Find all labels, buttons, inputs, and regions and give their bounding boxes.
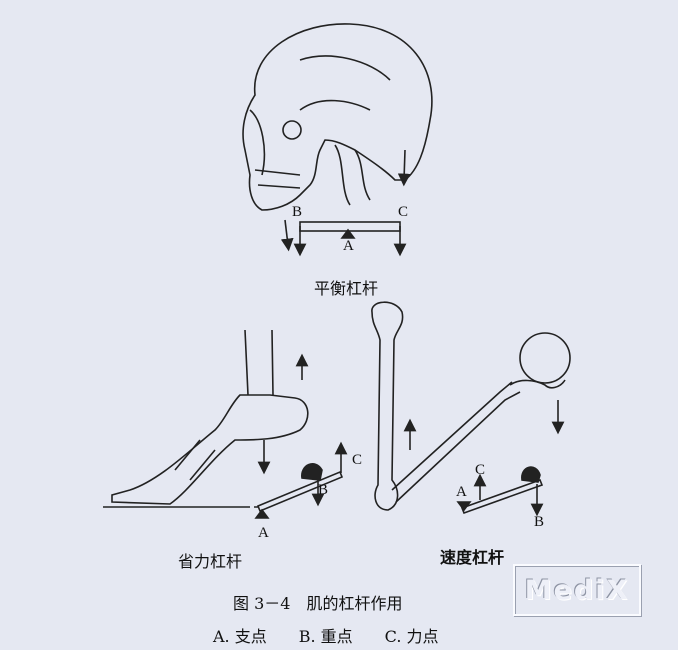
speed-lever-title: 速度杠杆 — [440, 548, 505, 567]
figure-legend: A. 支点 B. 重点 C. 力点 — [213, 627, 439, 646]
label-c: C — [475, 462, 486, 478]
force-saving-lever-title: 省力杠杆 — [178, 552, 243, 571]
force-saving-lever — [254, 441, 348, 519]
label-a: A — [258, 525, 269, 541]
watermark: MediX — [513, 564, 641, 616]
label-c: C — [398, 204, 409, 220]
label-c: C — [352, 452, 363, 468]
arm-drawing — [371, 301, 571, 511]
label-a: A — [343, 238, 354, 254]
label-b: B — [534, 514, 545, 530]
fulcrum-triangle — [340, 228, 356, 239]
figure-caption: 图 3－4 肌的杠杆作用 — [233, 594, 403, 613]
foot-drawing — [103, 329, 309, 508]
label-b: B — [292, 204, 303, 220]
fulcrum-triangle — [254, 508, 270, 519]
label-a: A — [456, 484, 467, 500]
weight-blob — [521, 466, 541, 483]
fulcrum-triangle — [456, 501, 472, 512]
label-b: B — [318, 482, 329, 498]
speed-lever — [456, 466, 544, 517]
weight-blob — [301, 463, 323, 481]
balance-lever-title: 平衡杠杆 — [314, 279, 379, 298]
balance-lever — [280, 149, 411, 257]
skull-drawing — [242, 23, 433, 211]
